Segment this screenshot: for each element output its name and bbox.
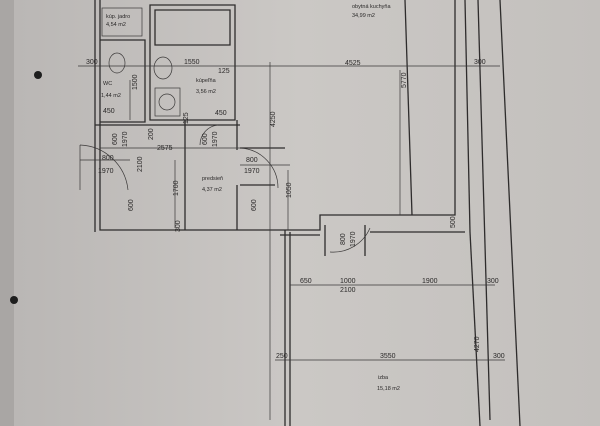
dimension-label: 1000	[340, 278, 356, 285]
dimension-label: 300	[474, 59, 486, 66]
dimension-label: 300	[493, 353, 505, 360]
dimension-label: 1900	[422, 278, 438, 285]
room-name-kitchen: obytná kuchyňa	[352, 4, 391, 10]
dimension-label: 1970	[350, 231, 357, 247]
dimension-label: 1970	[244, 168, 260, 175]
binder-hole	[10, 296, 18, 304]
dimension-label: 4270	[474, 336, 481, 352]
dimension-label: 2100	[137, 156, 144, 172]
dimension-label: 200	[148, 128, 155, 140]
dimension-label: 300	[487, 278, 499, 285]
dimension-label: 2100	[340, 287, 356, 294]
dimension-label: 300	[175, 220, 182, 232]
room-name-hall: predsieň	[202, 176, 223, 182]
room-area-hall: 4,37 m2	[202, 187, 222, 193]
room-area-kitchen: 34,99 m2	[352, 13, 375, 19]
dimension-label: 1550	[184, 59, 200, 66]
walls	[78, 0, 521, 426]
dimension-label: 4250	[270, 111, 277, 127]
paper-shadow	[0, 0, 14, 426]
room-name-core: kúp. jadro	[106, 14, 130, 20]
dimension-label: 3550	[380, 353, 396, 360]
room-name-room: izba	[378, 375, 389, 381]
binder-hole	[34, 71, 42, 79]
dimension-label: 800	[102, 155, 114, 162]
dimension-label: 1970	[212, 131, 219, 147]
room-name-wc: WC	[103, 81, 112, 87]
dimension-label: 125	[218, 68, 230, 75]
binder-holes	[10, 71, 42, 304]
dimension-label: 650	[300, 278, 312, 285]
dimension-label: 1970	[98, 168, 114, 175]
dimension-label: 450	[103, 108, 115, 115]
dimension-label: 250	[276, 353, 288, 360]
dimension-label: 800	[246, 157, 258, 164]
dimension-label: 300	[86, 59, 98, 66]
room-name-bathroom: kúpeľňa	[196, 78, 217, 84]
dimension-label: 800	[340, 233, 347, 245]
dimension-label: 125	[183, 112, 190, 124]
room-area-wc: 1,44 m2	[101, 93, 121, 99]
dimension-label: 1050	[286, 182, 293, 198]
dimension-label: 450	[215, 110, 227, 117]
room-labels: kúp. jadro 4,54 m2 WC 1,44 m2 kúpeľňa 3,…	[101, 4, 400, 392]
dimension-label: 1970	[122, 131, 129, 147]
dimension-label: 600	[112, 133, 119, 145]
dimension-label: 600	[128, 199, 135, 211]
dimension-label: 1500	[132, 74, 139, 90]
dimension-label: 2575	[157, 145, 173, 152]
room-area-bathroom: 3,56 m2	[196, 89, 216, 95]
room-area-room: 15,18 m2	[377, 386, 400, 392]
dimension-label: 500	[450, 216, 457, 228]
dimension-label: 5770	[401, 72, 408, 88]
dimension-label: 600	[251, 199, 258, 211]
dimension-label: 600	[202, 133, 209, 145]
dimension-label: 1700	[173, 180, 180, 196]
room-area-core: 4,54 m2	[106, 22, 126, 28]
dimension-label: 4525	[345, 60, 361, 67]
dimension-labels: 300 1550 125 4525 300 1500 450 450 2575 …	[86, 59, 505, 360]
